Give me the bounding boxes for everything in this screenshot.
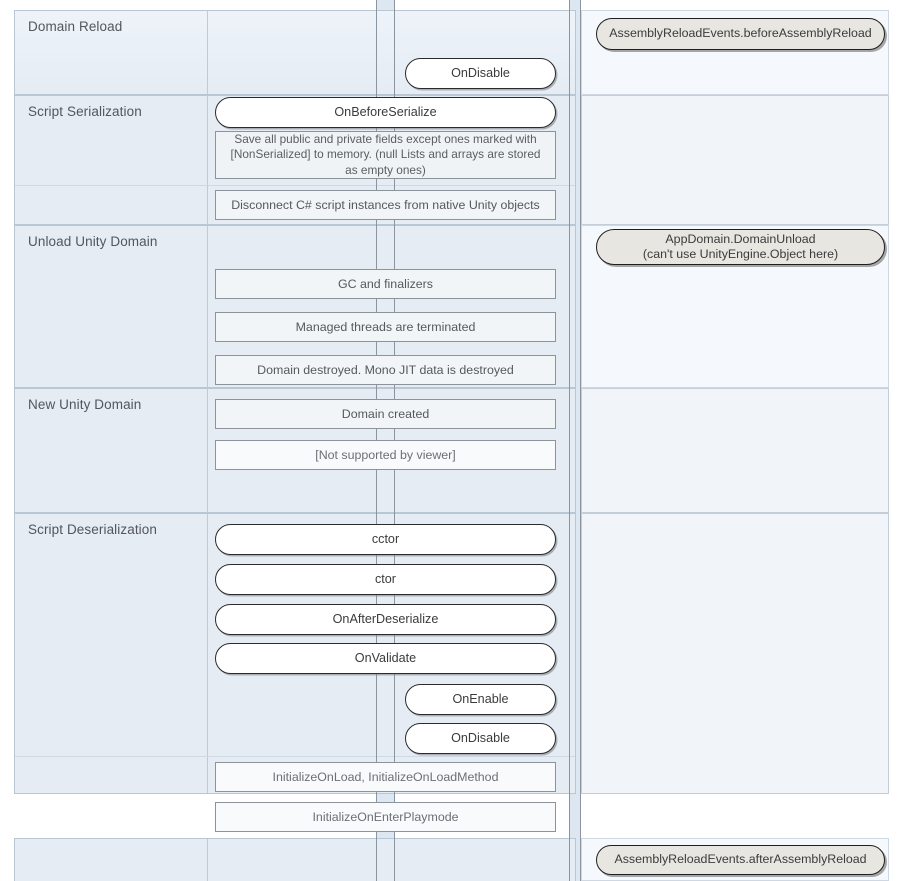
node-on-disable-bottom[interactable]: OnDisable bbox=[405, 723, 556, 754]
node-disconnect-note: Disconnect C# script instances from nati… bbox=[215, 190, 556, 220]
phase-label-new-unity-domain: New Unity Domain bbox=[28, 397, 142, 412]
label-column-divider bbox=[207, 389, 208, 512]
node-managed-threads: Managed threads are terminated bbox=[215, 312, 556, 342]
event-app-domain-unload[interactable]: AppDomain.DomainUnload (can't use UnityE… bbox=[596, 229, 885, 265]
label-column-divider bbox=[207, 96, 208, 224]
event-after-assembly-reload[interactable]: AssemblyReloadEvents.afterAssemblyReload bbox=[596, 845, 885, 875]
phase-label-domain-reload: Domain Reload bbox=[28, 19, 123, 34]
right-lane-script-deserialization bbox=[581, 513, 889, 794]
label-column-divider bbox=[207, 11, 208, 94]
phase-inner-separator bbox=[15, 756, 575, 757]
node-cctor[interactable]: cctor bbox=[215, 524, 556, 555]
node-gc-and-finalizers: GC and finalizers bbox=[215, 269, 556, 299]
right-lane-new-unity-domain bbox=[581, 388, 889, 513]
swimlane-line-4 bbox=[580, 0, 581, 881]
node-on-before-serialize[interactable]: OnBeforeSerialize bbox=[215, 97, 556, 128]
event-before-assembly-reload[interactable]: AssemblyReloadEvents.beforeAssemblyReloa… bbox=[596, 18, 885, 50]
phase-label-unload-unity-domain: Unload Unity Domain bbox=[28, 234, 158, 249]
node-domain-destroyed: Domain destroyed. Mono JIT data is destr… bbox=[215, 355, 556, 385]
phase-domain-reload: Domain Reload bbox=[14, 10, 576, 95]
event-app-domain-unload-line2: (can't use UnityEngine.Object here) bbox=[642, 247, 839, 261]
phase-final-strip bbox=[14, 838, 576, 881]
phase-label-script-serialization: Script Serialization bbox=[28, 104, 142, 119]
node-not-supported-by-viewer: [Not supported by viewer] bbox=[215, 440, 556, 470]
node-on-enable[interactable]: OnEnable bbox=[405, 684, 556, 715]
label-column-divider bbox=[207, 514, 208, 793]
node-on-validate[interactable]: OnValidate bbox=[215, 643, 556, 674]
node-on-disable-top[interactable]: OnDisable bbox=[405, 58, 556, 89]
node-initialize-on-enter-playmode: InitializeOnEnterPlaymode bbox=[215, 802, 556, 832]
node-ctor[interactable]: ctor bbox=[215, 564, 556, 595]
phase-label-script-deserialization: Script Deserialization bbox=[28, 522, 157, 537]
node-domain-created: Domain created bbox=[215, 399, 556, 429]
right-lane-script-serialization bbox=[581, 95, 889, 225]
label-column-divider bbox=[207, 839, 208, 881]
phase-inner-separator bbox=[15, 185, 575, 186]
node-on-after-deserialize[interactable]: OnAfterDeserialize bbox=[215, 604, 556, 635]
node-initialize-on-load: InitializeOnLoad, InitializeOnLoadMethod bbox=[215, 762, 556, 792]
node-save-fields-note: Save all public and private fields excep… bbox=[215, 131, 556, 179]
label-column-divider bbox=[207, 226, 208, 387]
swimlane-line-3 bbox=[569, 0, 570, 881]
event-app-domain-unload-line1: AppDomain.DomainUnload bbox=[665, 231, 816, 246]
